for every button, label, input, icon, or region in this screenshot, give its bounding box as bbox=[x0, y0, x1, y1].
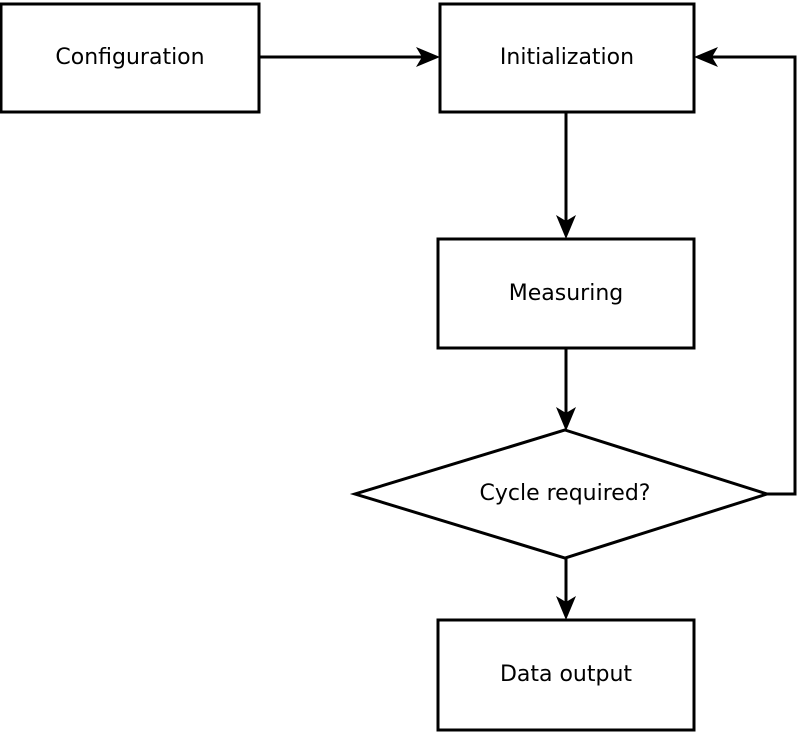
node-data-output-shape[interactable] bbox=[436, 618, 696, 732]
arrowhead-down-icon bbox=[556, 596, 576, 620]
edge-measuring-to-cycle-required bbox=[556, 348, 576, 431]
edge-line bbox=[707, 55, 797, 496]
node-data-output-label: Data output bbox=[500, 662, 632, 687]
node-initialization[interactable]: Initialization bbox=[438, 2, 696, 114]
node-configuration[interactable]: Configuration bbox=[0, 2, 261, 114]
node-configuration-label: Configuration bbox=[55, 45, 204, 70]
node-cycle-required-label: Cycle required? bbox=[480, 481, 651, 506]
node-configuration-shape[interactable] bbox=[0, 2, 261, 114]
node-cycle-required[interactable]: Cycle required? bbox=[349, 428, 772, 560]
node-measuring[interactable]: Measuring bbox=[436, 237, 696, 350]
edge-initialization-to-measuring bbox=[556, 112, 576, 239]
node-initialization-label: Initialization bbox=[500, 45, 634, 70]
edge-configuration-to-initialization bbox=[259, 47, 440, 67]
node-data-output[interactable]: Data output bbox=[436, 618, 696, 732]
node-measuring-label: Measuring bbox=[509, 281, 623, 306]
node-cycle-required-shape[interactable] bbox=[349, 428, 772, 560]
arrowhead-right-icon bbox=[416, 47, 440, 67]
edge-cycle-required-to-initialization-feedback bbox=[694, 47, 797, 496]
node-measuring-shape[interactable] bbox=[436, 237, 696, 350]
arrowhead-down-icon bbox=[556, 407, 576, 431]
arrowhead-down-icon bbox=[556, 215, 576, 239]
node-initialization-shape[interactable] bbox=[438, 2, 696, 114]
edge-cycle-required-to-data-output bbox=[556, 557, 576, 620]
arrowhead-left-icon bbox=[694, 47, 718, 67]
